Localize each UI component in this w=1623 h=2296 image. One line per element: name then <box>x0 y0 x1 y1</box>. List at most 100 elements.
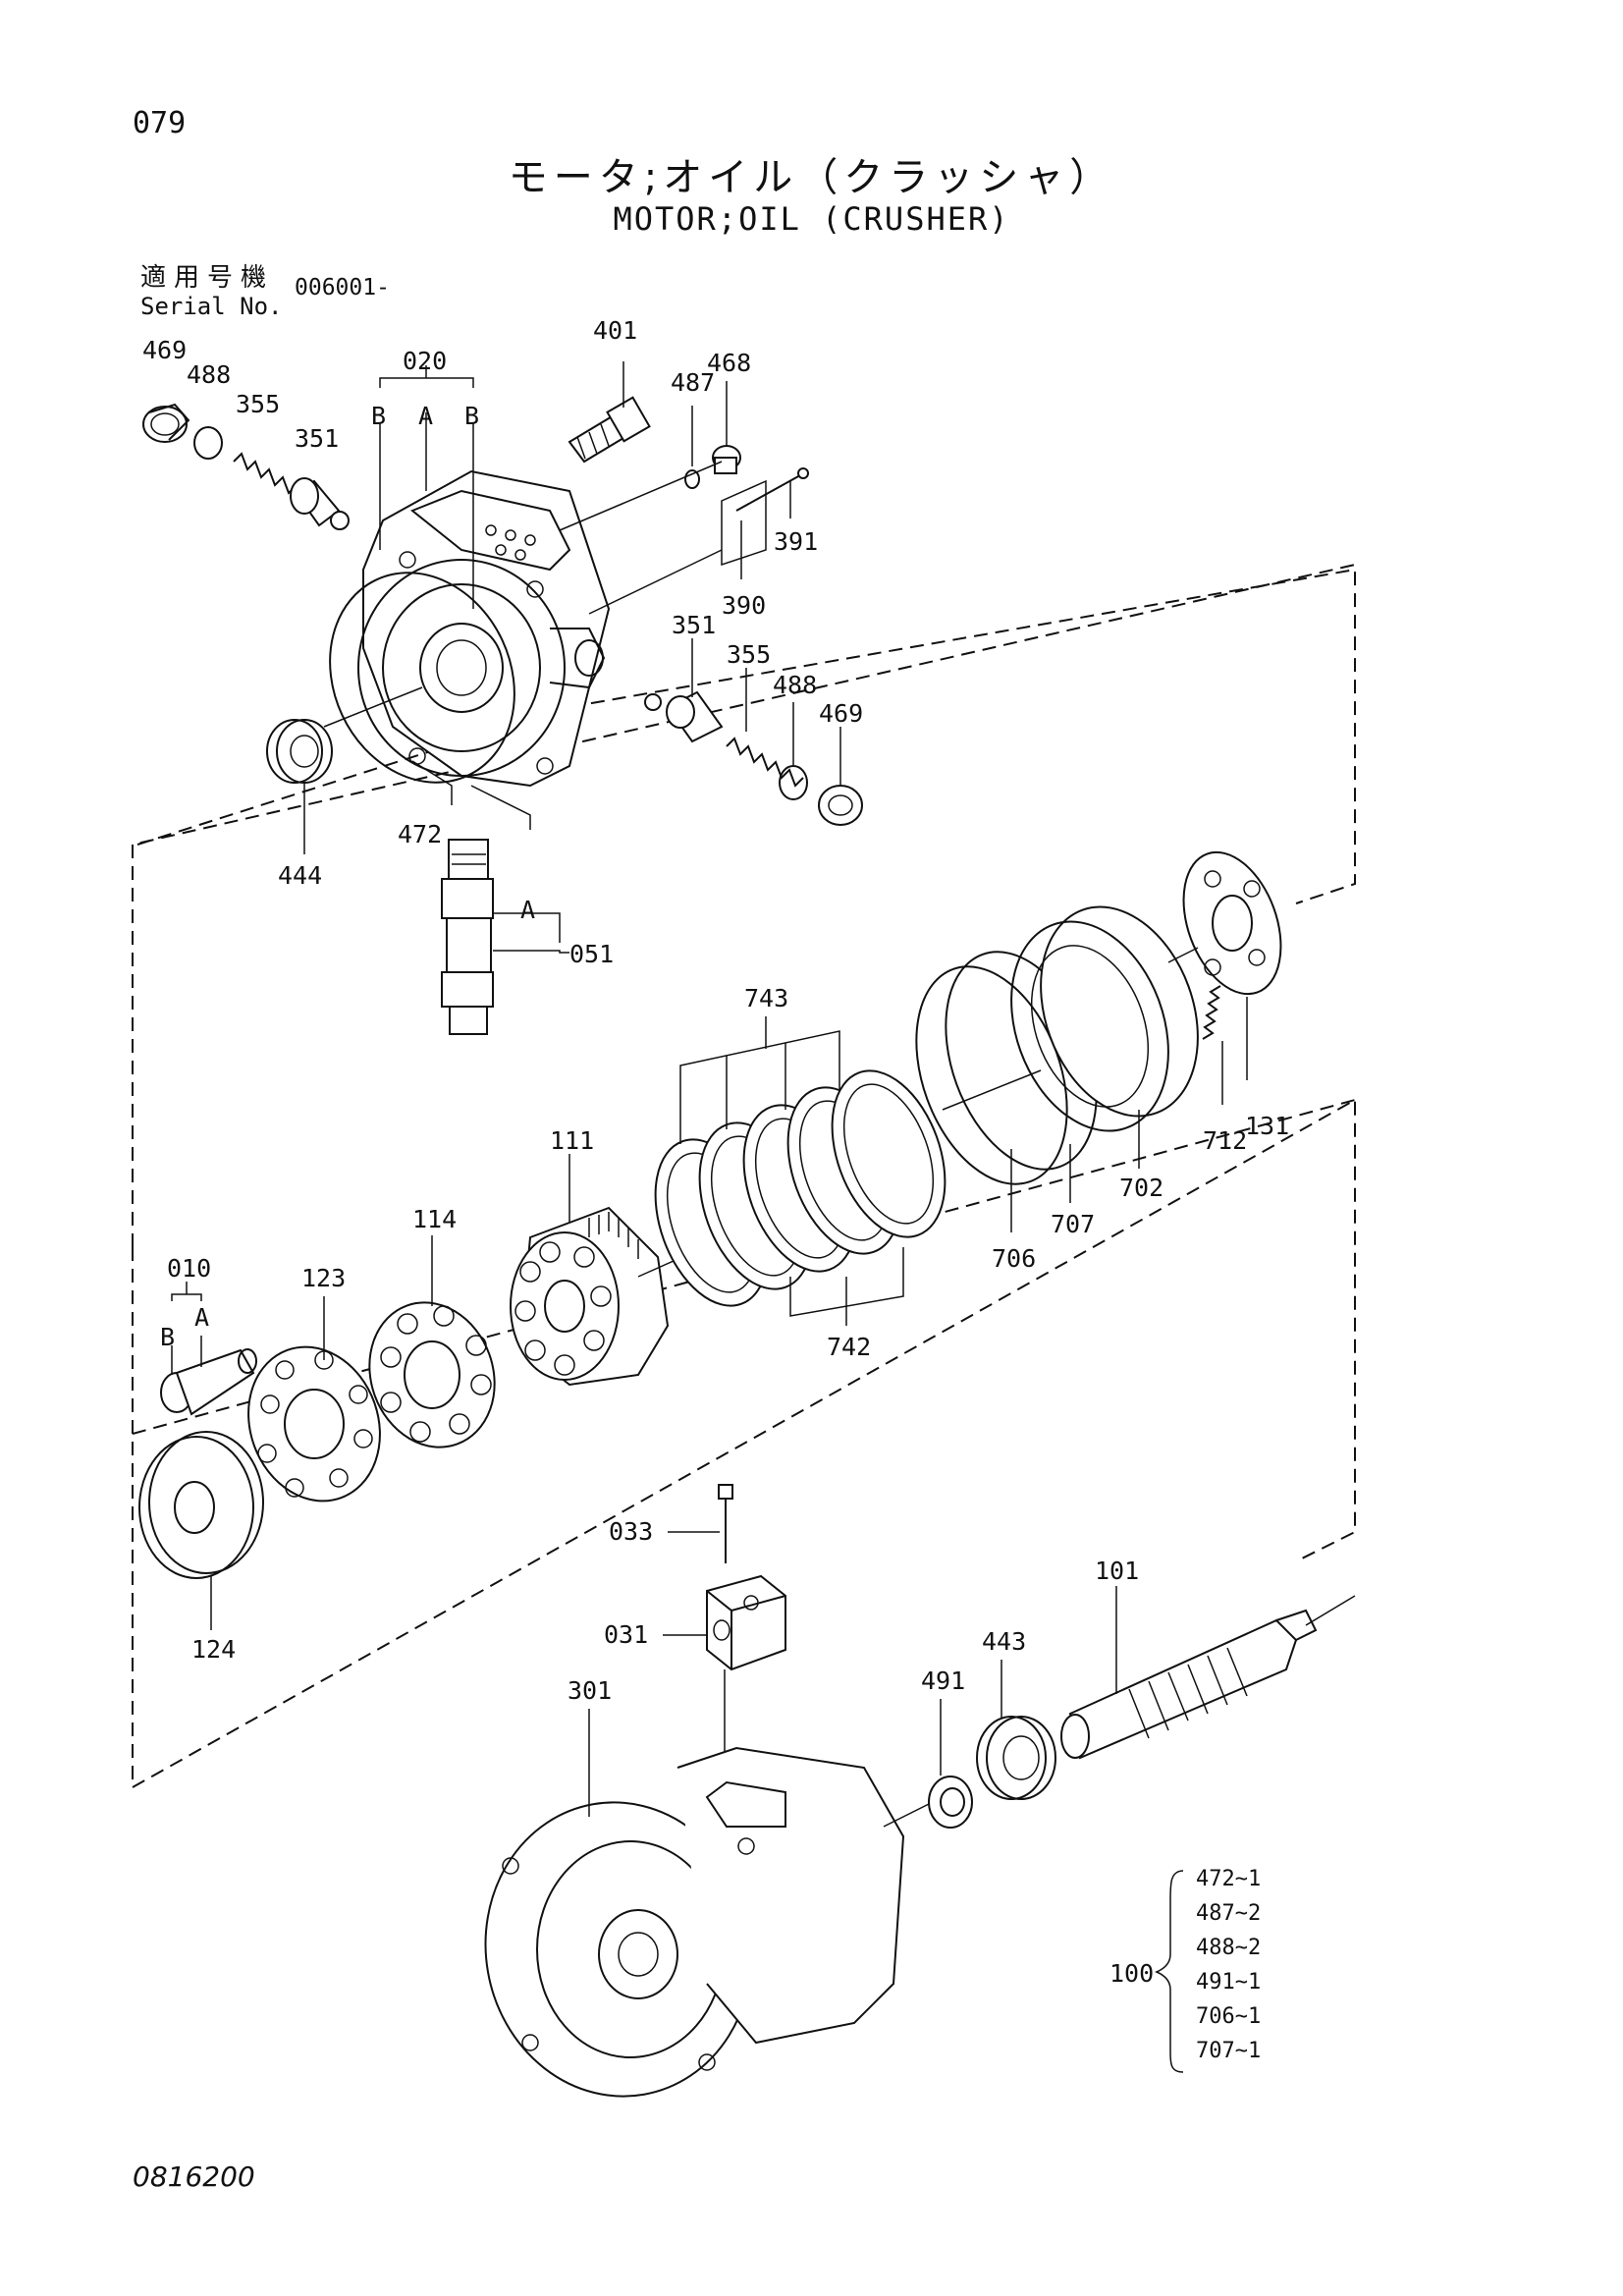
kit-item-3: 488~2 <box>1196 1936 1261 1960</box>
label-469b: 469 <box>819 699 863 728</box>
label-301: 301 <box>568 1676 612 1705</box>
part-010-piston-shoe <box>160 1348 257 1416</box>
label-390: 390 <box>722 591 766 620</box>
label-b2: B <box>464 402 479 430</box>
label-488b: 488 <box>773 671 817 699</box>
part-051-relief-valve <box>441 839 494 1035</box>
frame-upper <box>136 568 1356 904</box>
part-444-bearing <box>266 719 333 784</box>
label-020: 020 <box>403 347 447 375</box>
label-010: 010 <box>167 1254 211 1283</box>
label-443: 443 <box>982 1627 1026 1656</box>
part-712-spring <box>1202 985 1221 1040</box>
kit-item-1: 472~1 <box>1196 1867 1261 1891</box>
label-351a: 351 <box>295 424 339 453</box>
label-101: 101 <box>1095 1557 1139 1585</box>
guide-301-491 <box>883 1801 934 1828</box>
label-491: 491 <box>921 1667 965 1695</box>
leader-051-a <box>493 912 561 943</box>
label-468: 468 <box>707 349 751 377</box>
label-031: 031 <box>604 1620 648 1649</box>
label-b1: B <box>371 402 386 430</box>
guide-131-702 <box>1167 947 1199 963</box>
part-131-valve-plate <box>1182 850 1282 996</box>
part-391-pin-head <box>797 467 809 479</box>
kit-item-5: 706~1 <box>1196 2004 1261 2029</box>
label-a2: A <box>520 896 535 924</box>
label-401: 401 <box>593 316 637 345</box>
label-033: 033 <box>609 1517 653 1546</box>
label-a3: A <box>194 1303 209 1332</box>
bracket-010 <box>171 1293 202 1301</box>
part-020-valve-casing <box>357 469 611 788</box>
label-a1: A <box>418 402 433 430</box>
label-488a: 488 <box>187 360 231 389</box>
bracket-casing-bottom <box>470 785 531 830</box>
part-743-742-friction-plates <box>654 1069 947 1307</box>
label-706: 706 <box>992 1244 1036 1273</box>
guide-101-frame <box>1305 1595 1356 1626</box>
label-124: 124 <box>191 1635 236 1664</box>
label-051: 051 <box>569 940 614 968</box>
kit-100-brace <box>1155 1870 1184 2073</box>
part-101-drive-shaft <box>1060 1609 1318 1760</box>
label-391: 391 <box>774 527 818 556</box>
guide-casing-401 <box>559 461 723 531</box>
part-468-plug <box>712 445 741 474</box>
label-702: 702 <box>1119 1174 1163 1202</box>
guide-casing-390 <box>588 549 723 615</box>
label-743: 743 <box>744 984 788 1012</box>
part-301-housing <box>484 1746 905 2098</box>
part-469-plug-lower <box>818 785 863 826</box>
kit-100-id: 100 <box>1109 1959 1154 1988</box>
page-title-ja: モータ;オイル（クラッシャ） <box>508 155 1115 200</box>
label-469a: 469 <box>142 336 187 364</box>
part-033-bolt <box>718 1484 733 1563</box>
bracket-020 <box>379 377 474 388</box>
label-712: 712 <box>1203 1126 1247 1155</box>
part-472-oring <box>329 572 515 784</box>
guide-706-702 <box>942 1069 1042 1111</box>
label-351b: 351 <box>672 611 716 639</box>
serial-label-ja: 適用号機 <box>140 263 275 293</box>
page-title-en: MOTOR;OIL (CRUSHER) <box>613 200 1010 238</box>
label-114: 114 <box>412 1205 457 1233</box>
part-491-oil-seal <box>928 1776 973 1829</box>
part-351-valve-lower <box>644 690 724 743</box>
part-469-plug-upper <box>142 403 190 443</box>
leader-472 <box>411 760 453 805</box>
part-390-nameplate <box>721 479 767 567</box>
part-443-bearing <box>976 1716 1056 1800</box>
label-742: 742 <box>827 1333 871 1361</box>
leader-743 <box>679 1030 840 1144</box>
label-487: 487 <box>671 368 715 397</box>
label-707: 707 <box>1051 1210 1095 1238</box>
leader-051-b <box>493 950 569 954</box>
part-401-plug <box>568 396 651 464</box>
part-702-brake-piston <box>1010 905 1199 1132</box>
serial-value: 006001- <box>295 275 390 301</box>
label-b3: B <box>160 1323 175 1351</box>
kit-item-6: 707~1 <box>1196 2039 1261 2063</box>
frame-middle <box>132 564 1356 1247</box>
label-355a: 355 <box>236 390 280 418</box>
label-355b: 355 <box>727 640 771 669</box>
guide-444-casing <box>323 686 423 728</box>
part-124-swash-plate <box>138 1431 264 1579</box>
kit-item-4: 491~1 <box>1196 1970 1261 1995</box>
part-391-pin <box>735 474 801 512</box>
part-351-valve-upper <box>290 477 350 530</box>
label-111: 111 <box>550 1126 594 1155</box>
serial-label-en: Serial No. <box>140 293 283 320</box>
label-444: 444 <box>278 861 322 890</box>
part-114-spring-plate <box>368 1301 496 1449</box>
part-355-spring-lower <box>726 737 804 788</box>
part-488-oring-upper <box>193 426 223 460</box>
label-131: 131 <box>1245 1112 1289 1140</box>
footer-code: 0816200 <box>133 2160 255 2193</box>
part-487-oring <box>684 469 700 489</box>
label-472: 472 <box>398 820 442 848</box>
label-123: 123 <box>301 1264 346 1292</box>
page-number: 079 <box>133 106 187 140</box>
